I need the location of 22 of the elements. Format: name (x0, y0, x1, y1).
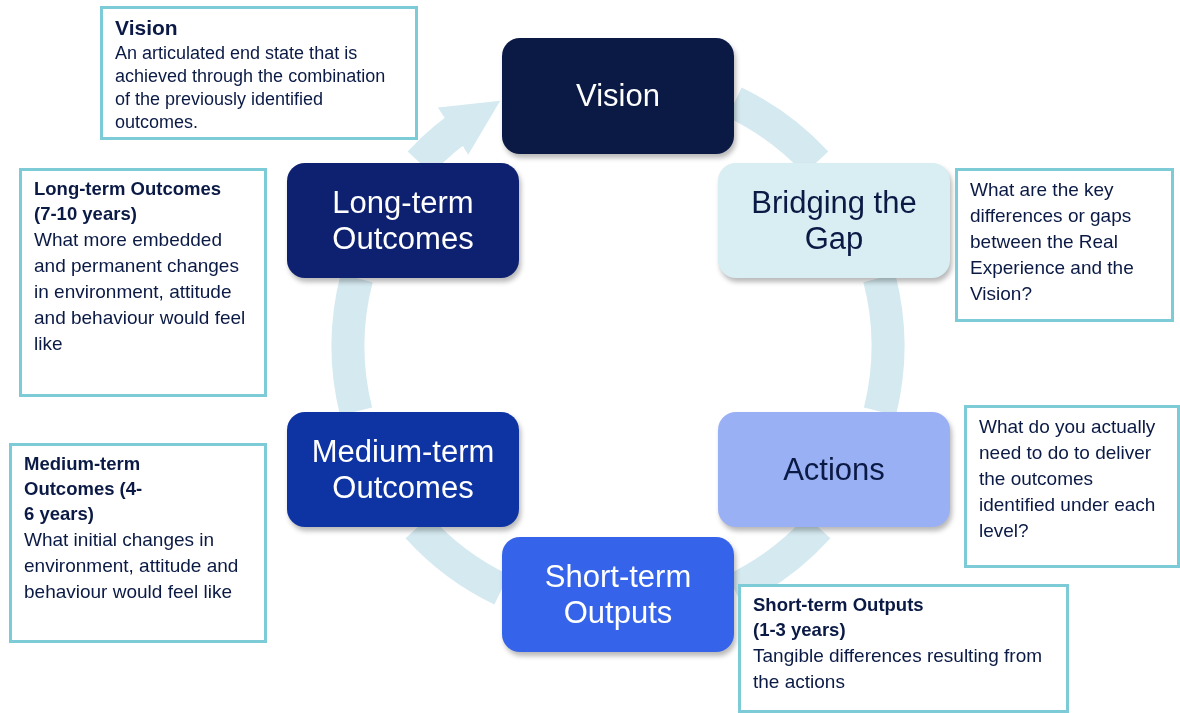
description-heading: Long-term Outcomes (7-10 years) (34, 177, 223, 226)
description-box (955, 168, 1174, 322)
description-box (964, 405, 1180, 568)
stage-box: Short-term Outputs (502, 537, 734, 652)
stage-box: Bridging the Gap (718, 163, 950, 278)
description-box (9, 443, 267, 643)
description-heading: Short-term Outputs (1-3 years) (753, 593, 925, 642)
description-text: Tangible differences resulting from the actions (753, 643, 1044, 694)
stage-box: Actions (718, 412, 950, 527)
description-text: What are the key differences or gaps between the Real Experience and the Vision? (970, 178, 1135, 307)
stage-box: Vision (502, 38, 734, 154)
stage-box: Long-term Outcomes (287, 163, 519, 278)
description-text: What more embedded and permanent changes in environment, attitude and behaviour would feel like (34, 227, 247, 356)
description-box (738, 584, 1069, 713)
description-box (19, 168, 267, 397)
description-text: An articulated end state that is achieved through the combination of the previously identified outcomes. (115, 41, 387, 134)
description-text: What do you actually need to do to deliver the outcomes identified under each level? (979, 415, 1157, 544)
description-text: What initial changes in environment, attitude and behaviour would feel like (24, 527, 240, 604)
description-heading: Medium-term Outcomes (4-6 years) (24, 452, 144, 526)
description-heading: Vision (115, 15, 179, 41)
description-box (100, 6, 418, 140)
stage-box: Medium-term Outcomes (287, 412, 519, 527)
